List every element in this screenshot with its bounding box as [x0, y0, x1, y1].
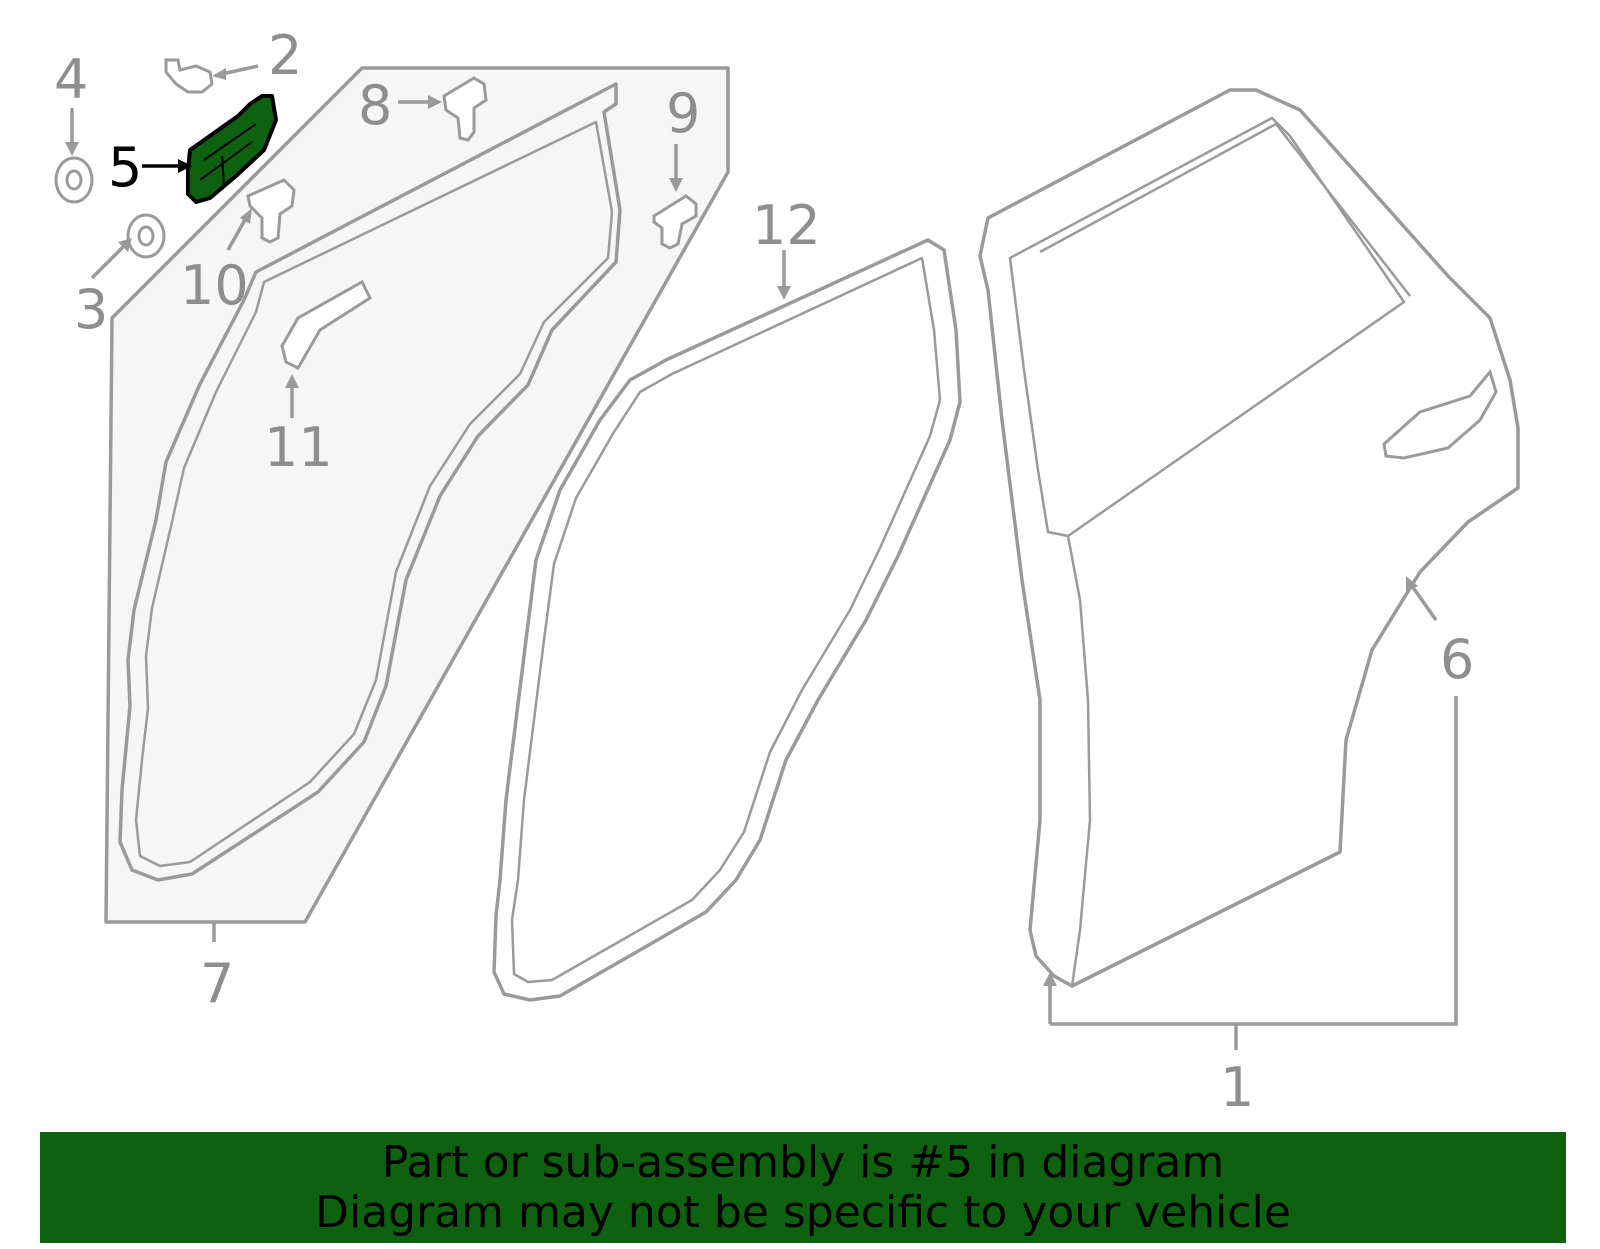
callout-2: 2: [268, 24, 302, 87]
part-4-grommet-hole: [65, 169, 83, 191]
part-1-lower-panel: [1066, 535, 1092, 987]
callout-10: 10: [180, 254, 249, 317]
part-12-weatherstrip-inner: [510, 256, 942, 984]
leader-lines: [65, 64, 1458, 1050]
banner-line-2: Diagram may not be specific to your vehi…: [315, 1186, 1291, 1238]
part-5-detail: [199, 123, 257, 187]
part-1-glass-run: [1039, 122, 1411, 297]
part-11: [280, 279, 372, 370]
part-3-grommet-hole: [137, 225, 155, 247]
callout-9: 9: [666, 82, 700, 145]
callout-1: 1: [1220, 1056, 1254, 1119]
notice-banner: Part or sub-assembly is #5 in diagram Di…: [40, 1132, 1566, 1243]
banner-line-1: Part or sub-assembly is #5 in diagram: [381, 1136, 1225, 1188]
part-5-highlighted[interactable]: [186, 94, 278, 204]
part-1-door-handle: [1382, 368, 1498, 460]
callout-8: 8: [358, 74, 392, 137]
callout-6: 6: [1440, 628, 1474, 691]
callout-11: 11: [264, 416, 333, 479]
callout-4: 4: [54, 48, 88, 111]
callout-7: 7: [200, 952, 234, 1015]
part-8-clip: [442, 76, 488, 142]
part-2-bolt: [164, 58, 214, 94]
part-7-weatherstrip-outer: [118, 82, 622, 882]
part-7-panel: [104, 66, 730, 924]
callout-3: 3: [74, 278, 108, 341]
part-9-clip: [652, 194, 698, 250]
part-7-weatherstrip-inner: [134, 120, 614, 868]
callout-12: 12: [752, 194, 821, 257]
part-10-clip: [246, 178, 296, 244]
part-1-window-frame: [1008, 116, 1406, 538]
callout-5[interactable]: 5: [108, 136, 142, 199]
part-1-door-shell: [978, 88, 1520, 988]
part-12-weatherstrip-outer: [492, 238, 962, 1002]
